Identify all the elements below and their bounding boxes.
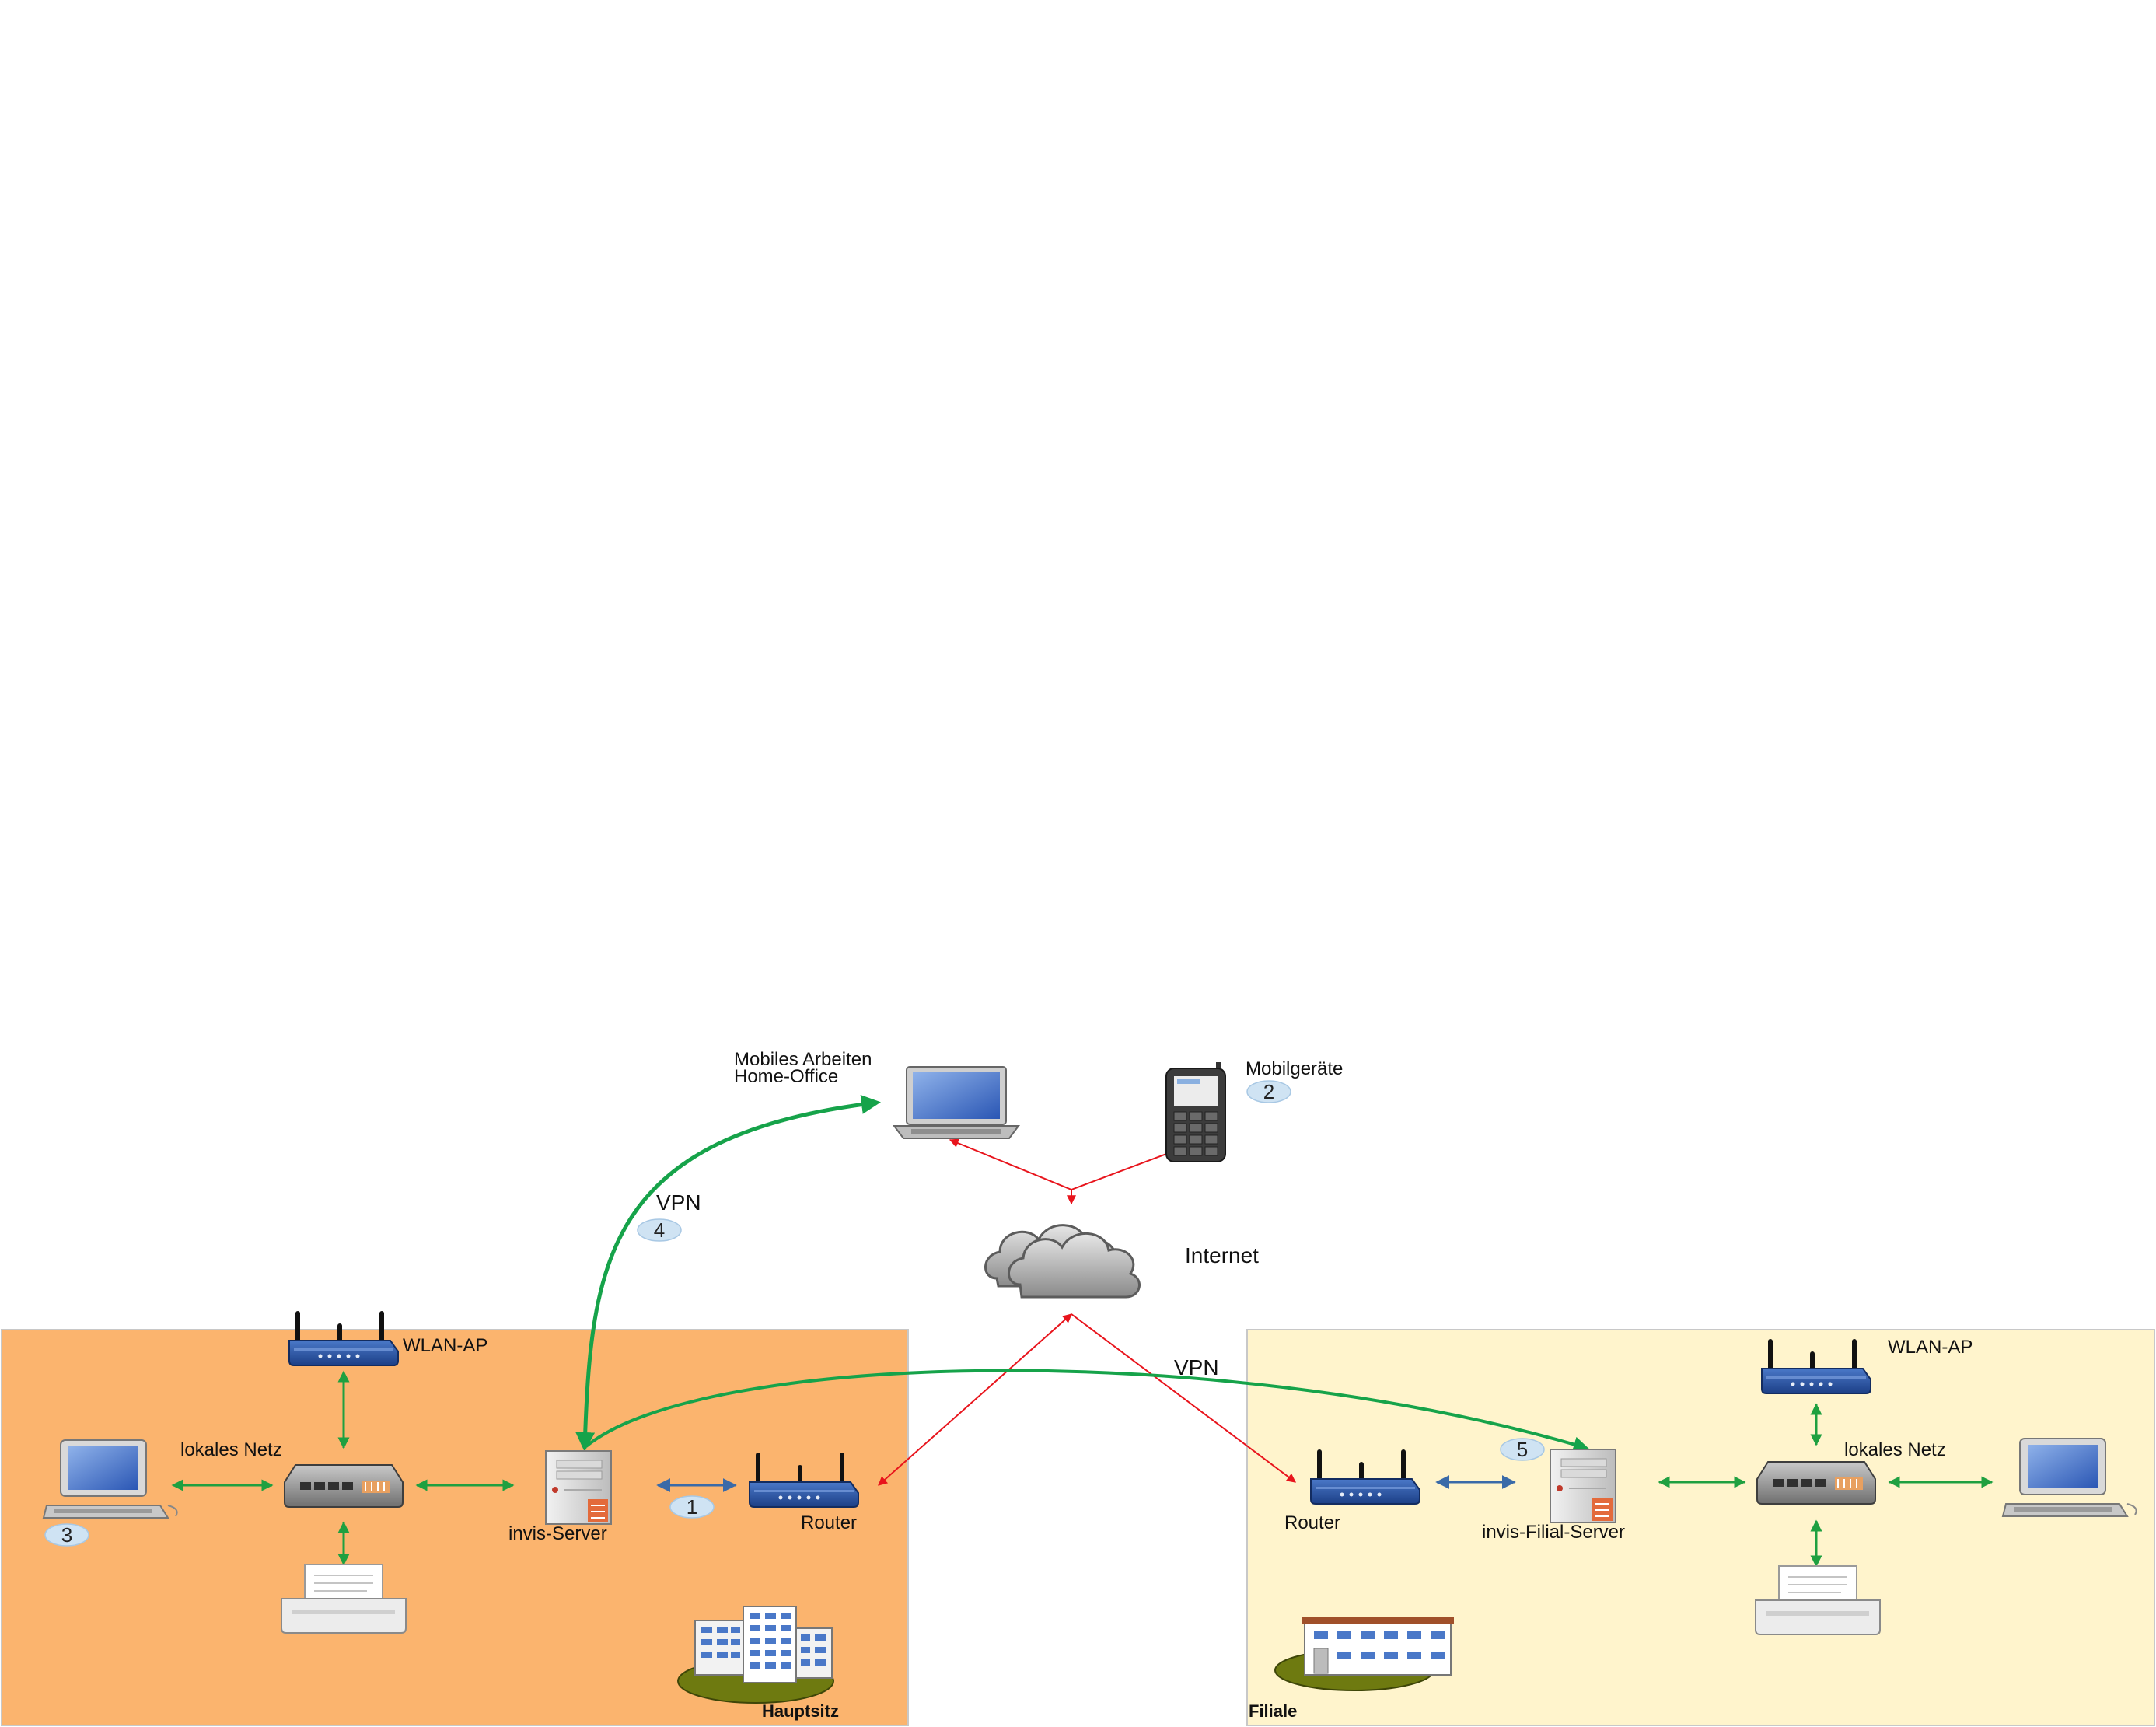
hq-site-name: Hauptsitz (762, 1701, 839, 1721)
svg-text:3: 3 (61, 1523, 72, 1547)
badge-3: 3 (44, 1523, 89, 1547)
svg-text:4: 4 (654, 1218, 665, 1242)
badge-2: 2 (1246, 1080, 1291, 1103)
vpn-links (575, 1094, 1589, 1453)
hq-router-label: Router (801, 1512, 857, 1533)
laptop-icon (893, 1066, 1019, 1139)
vpn-hq-to-branch (585, 1369, 1589, 1453)
branch-lan-label: lokales Netz (1844, 1439, 1946, 1460)
internet-label: Internet (1185, 1243, 1259, 1267)
vpn-hq-to-laptop (575, 1094, 881, 1452)
badge-4: 4 (637, 1218, 682, 1242)
badge-1: 1 (669, 1495, 715, 1519)
badge-5: 5 (1500, 1438, 1545, 1461)
branch-lan-links (1658, 1403, 1994, 1568)
branch-server-label: invis-Filial-Server (1482, 1522, 1625, 1543)
link-branch-router-internet (1071, 1313, 1296, 1483)
vpn-left-label: VPN (656, 1190, 701, 1215)
branch-server-icon (1550, 1449, 1616, 1523)
svg-text:5: 5 (1517, 1438, 1528, 1461)
svg-text:2: 2 (1263, 1080, 1274, 1103)
mobile-devices-label: Mobilgeräte (1246, 1058, 1343, 1079)
internet-links (878, 1138, 1296, 1486)
branch-building-icon (1274, 1617, 1454, 1691)
branch-router-label: Router (1284, 1512, 1340, 1533)
hq-server-label: invis-Server (508, 1523, 607, 1544)
hq-wlan-label: WLAN-AP (403, 1335, 487, 1356)
link-hq-router-internet (878, 1313, 1072, 1486)
vpn-right-label: VPN (1174, 1355, 1219, 1379)
branch-wlan-label: WLAN-AP (1888, 1337, 1973, 1358)
branch-site-name: Filiale (1249, 1701, 1297, 1721)
hq-lan-label: lokales Netz (180, 1439, 282, 1460)
mobile-work-label: Mobiles Arbeiten (734, 1049, 872, 1070)
link-cloud-laptop (949, 1138, 1072, 1190)
cloud-icon (984, 1224, 1141, 1299)
hq-building-icon (677, 1606, 834, 1704)
svg-text:1: 1 (687, 1495, 697, 1519)
home-office-label: Home-Office (734, 1066, 838, 1087)
mobile-phone-icon (1165, 1061, 1226, 1162)
branch-switch-icon (1756, 1461, 1876, 1505)
hq-switch-icon (284, 1464, 404, 1508)
hq-server-icon (545, 1450, 612, 1525)
hq-lan-links (171, 1370, 515, 1566)
